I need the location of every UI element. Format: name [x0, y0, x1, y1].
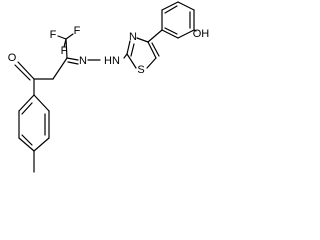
bonds: [14, 1, 197, 173]
bond-tol-inner-2: [21, 134, 33, 146]
chemical-structure: F F F O N HN N S OH: [8, 1, 210, 173]
atom-n-thiazole: N: [129, 31, 137, 43]
bond-c4-c5-b: [151, 42, 160, 57]
bond-phen-inner-1: [164, 5, 178, 14]
atom-n-hydrazone: N: [79, 55, 87, 67]
bond-tol-1: [33, 94, 50, 112]
atom-f1: F: [50, 29, 57, 41]
bond-c2-n3-b: [130, 43, 135, 57]
bond-c5-s: [146, 57, 157, 69]
bond-c-f1: [57, 35, 67, 40]
bond-phen-6: [161, 29, 179, 39]
bond-phen-3: [177, 1, 195, 11]
atom-labels: F F F O N HN N S OH: [8, 25, 210, 76]
bond-n3-c4: [136, 37, 149, 43]
bond-tol-6: [18, 94, 35, 112]
bond-tol-3: [33, 137, 50, 152]
bond-c2-n3-a: [126, 40, 131, 55]
bond-s-c2: [126, 53, 137, 69]
bond-nh-c2: [123, 53, 128, 59]
bond-c-ch2: [52, 57, 68, 80]
bond-phen-oh: [193, 29, 197, 32]
atom-nh-hydrazone: HN: [104, 55, 120, 67]
bond-phen-2: [161, 1, 179, 11]
bond-c-n-double-b: [67, 61, 79, 65]
bond-c4-c5-a: [147, 41, 157, 59]
bond-c-f2: [65, 33, 74, 40]
atom-o-ketone: O: [8, 52, 17, 64]
bond-tol-inner-3: [21, 102, 33, 115]
bond-c4-aryl: [147, 29, 163, 43]
bond-phen-inner-3: [164, 27, 178, 35]
bond-co-o-b: [14, 64, 31, 81]
atom-s-thiazole: S: [137, 64, 144, 76]
atom-oh-phenol: OH: [193, 28, 210, 40]
bond-phen-5: [177, 29, 195, 39]
bond-co-o-a: [17, 61, 35, 80]
bond-tol-4: [18, 137, 35, 152]
bond-c-n-double-a: [66, 57, 79, 61]
atom-f3: F: [61, 45, 68, 57]
bond-cf3-c: [65, 38, 68, 59]
atom-f2: F: [74, 25, 81, 37]
